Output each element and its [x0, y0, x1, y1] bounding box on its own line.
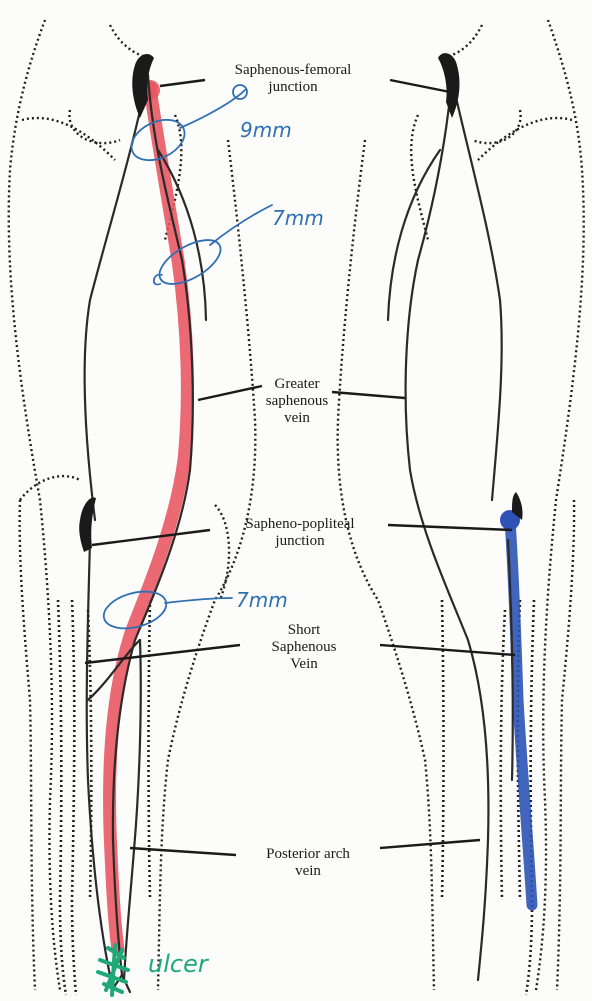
measure-knee: 7mm: [236, 588, 288, 612]
label-line: junction: [208, 79, 378, 96]
greater-saphenous-vein-label: Greater saphenous vein: [262, 376, 332, 427]
label-line: Sapheno-popliteal: [212, 516, 388, 533]
label-line: Vein: [254, 656, 354, 673]
measure-mid-thigh: 7mm: [272, 206, 324, 230]
ulcer-annotation: ulcer: [148, 950, 208, 978]
saphenous-femoral-junction-label: Saphenous-femoral junction: [208, 62, 378, 96]
label-line: Short: [254, 622, 354, 639]
right-leg-outline: [338, 20, 584, 990]
label-line: junction: [212, 533, 388, 550]
label-line: Saphenous-femoral: [208, 62, 378, 79]
label-line: saphenous: [262, 393, 332, 410]
sapheno-popliteal-junction-label: Sapheno-popliteal junction: [212, 516, 388, 550]
label-line: Saphenous: [254, 639, 354, 656]
left-leg-outline: [9, 20, 256, 990]
right-femoral-junction-shape: [438, 53, 459, 118]
posterior-arch-vein-label: Posterior arch vein: [240, 846, 376, 880]
label-line: Greater: [262, 376, 332, 393]
handwritten-c-mark: c: [152, 266, 163, 290]
label-line: vein: [262, 410, 332, 427]
short-saphenous-vein-label: Short Saphenous Vein: [254, 622, 354, 673]
leader-lines: [85, 80, 515, 855]
label-line: vein: [240, 863, 376, 880]
label-line: Posterior arch: [240, 846, 376, 863]
measure-upper-thigh: 9mm: [240, 118, 292, 142]
